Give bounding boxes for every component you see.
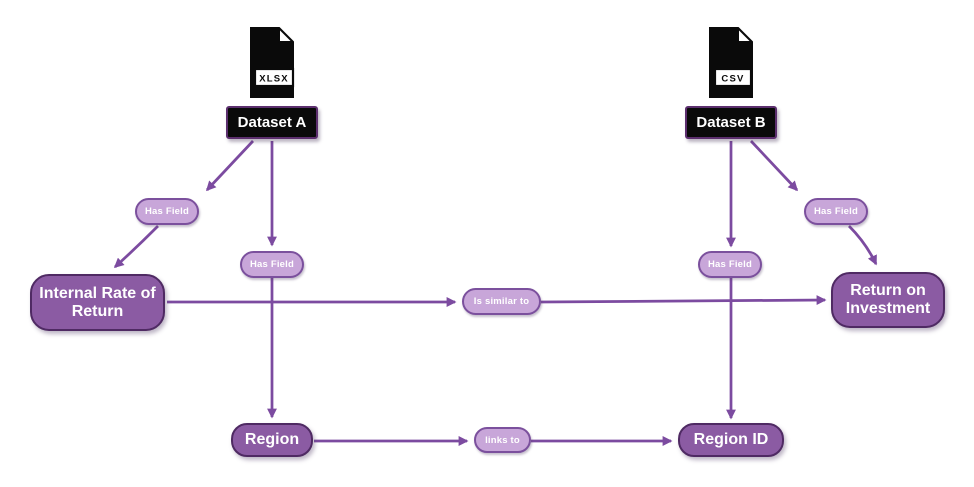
edge-label-has-field-a-irr[interactable]: Has Field — [135, 198, 199, 225]
csv-file-icon: CSV — [709, 27, 753, 98]
csv-file-type-label: CSV — [721, 74, 744, 85]
edge-label-has-field-b-roi[interactable]: Has Field — [804, 198, 868, 225]
xlsx-file-icon: XLSX — [250, 27, 295, 98]
node-internal-rate-of-return-label: Internal Rate of Return — [39, 284, 156, 320]
edge-label-is-similar-to[interactable]: Is similar to — [462, 288, 541, 315]
xlsx-file-type-label: XLSX — [259, 74, 289, 85]
edge-issimilar-roi — [540, 295, 827, 306]
edge-dataset-a-hasfield-irr — [205, 140, 255, 192]
node-internal-rate-of-return[interactable]: Internal Rate of Return — [30, 274, 165, 331]
node-region-id-label: Region ID — [693, 431, 769, 449]
node-dataset-a-label: Dataset A — [237, 114, 307, 131]
node-return-on-investment-label: Return on Investment — [845, 282, 931, 317]
edge-hasfield-roi — [848, 225, 878, 266]
edge-label-text: Has Field — [144, 206, 190, 217]
node-region-id[interactable]: Region ID — [678, 423, 784, 457]
edge-label-text: Is similar to — [473, 296, 530, 307]
edge-hasfield-irr — [113, 225, 159, 269]
node-return-on-investment[interactable]: Return on Investment — [831, 272, 945, 328]
node-dataset-b[interactable]: Dataset B — [685, 106, 777, 139]
edge-label-text: Has Field — [707, 259, 753, 270]
edge-label-text: Has Field — [249, 259, 295, 270]
edge-label-has-field-a-region[interactable]: Has Field — [240, 251, 304, 278]
node-region-label: Region — [244, 431, 300, 449]
node-dataset-a[interactable]: Dataset A — [226, 106, 318, 139]
edge-dataset-b-hasfield-roi — [749, 140, 799, 192]
node-dataset-b-label: Dataset B — [696, 114, 766, 131]
node-region[interactable]: Region — [231, 423, 313, 457]
edge-label-text: links to — [485, 434, 520, 446]
edge-label-has-field-b-regionid[interactable]: Has Field — [698, 251, 762, 278]
edge-label-links-to[interactable]: links to — [474, 427, 531, 453]
edge-label-text: Has Field — [813, 206, 859, 217]
